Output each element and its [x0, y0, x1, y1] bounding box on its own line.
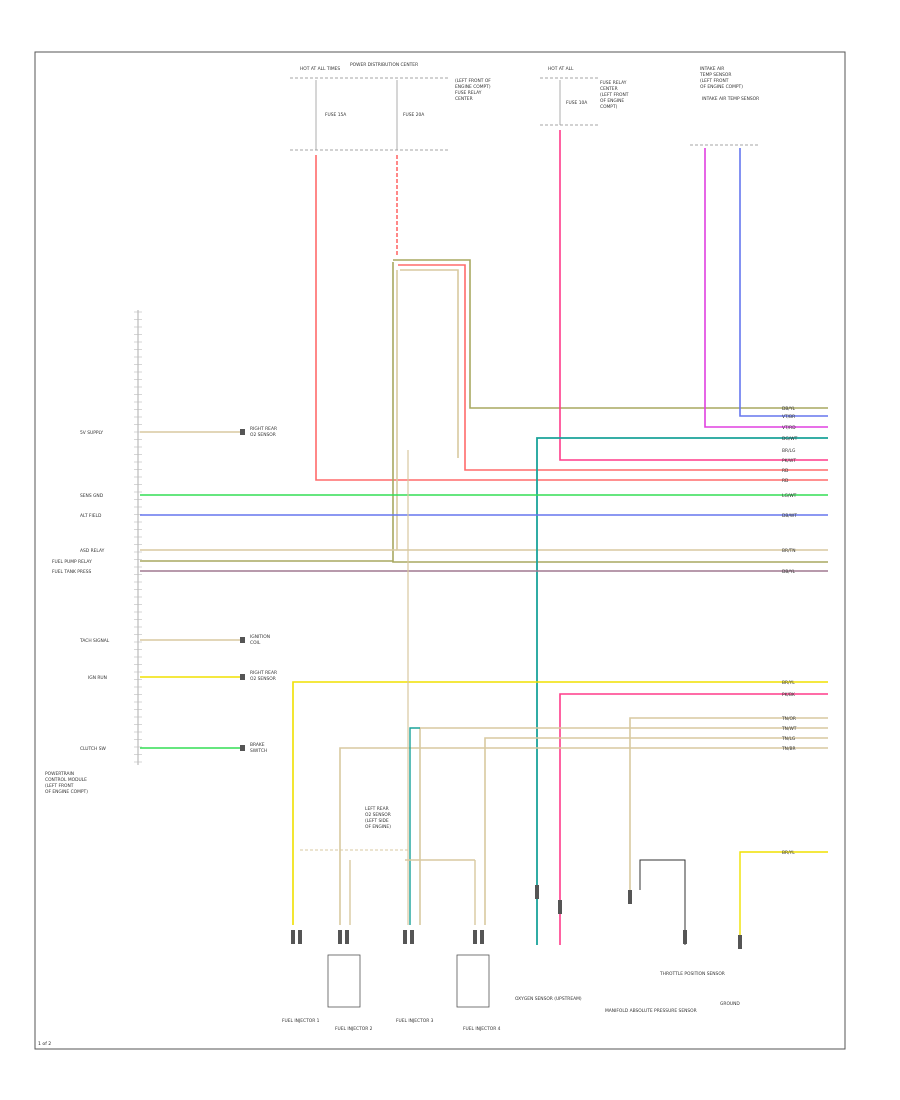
- pcm-signal: IGN RUN: [88, 675, 107, 681]
- sensor-top-label: INTAKE AIR TEMP SENSOR: [702, 96, 759, 102]
- svg-text:TN/BR: TN/BR: [781, 746, 796, 752]
- connector-mark: [535, 885, 539, 899]
- top-fuse-block: HOT AT ALL TIMES POWER DISTRIBUTION CENT…: [290, 62, 491, 151]
- svg-text:HOT AT ALL TIMES: HOT AT ALL TIMES: [300, 66, 340, 72]
- svg-text:POWER DISTRIBUTION CENTER: POWER DISTRIBUTION CENTER: [350, 62, 418, 68]
- svg-text:O2 SENSOR: O2 SENSOR: [250, 432, 276, 438]
- svg-text:INTAKE AIR: INTAKE AIR: [700, 66, 724, 72]
- svg-text:LG/WT: LG/WT: [782, 493, 797, 499]
- right-wire-labels: DB/YL VT/BR VT/RD DG/WT BR/LG PK/WT RD R…: [781, 406, 798, 856]
- svg-text:HOT AT ALL: HOT AT ALL: [548, 66, 574, 72]
- pcm-signal: CLUTCH SW: [80, 746, 106, 752]
- svg-text:OF ENGINE COMPT): OF ENGINE COMPT): [700, 84, 743, 90]
- svg-text:CONTROL MODULE: CONTROL MODULE: [45, 777, 87, 783]
- svg-text:SWITCH: SWITCH: [250, 748, 267, 754]
- svg-text:RD: RD: [782, 478, 789, 484]
- pcm-signal: TACH SIGNAL: [79, 638, 110, 644]
- connector-mark: [738, 935, 742, 949]
- top-sensor-block: INTAKE AIR TEMP SENSOR (LEFT FRONT OF EN…: [690, 66, 760, 146]
- svg-text:VT/BR: VT/BR: [782, 414, 795, 420]
- svg-text:RD: RD: [782, 468, 789, 474]
- svg-text:VT/RD: VT/RD: [782, 425, 796, 431]
- connector-mark: [480, 930, 484, 944]
- svg-text:(LEFT FRONT: (LEFT FRONT: [45, 783, 74, 789]
- svg-text:BRAKE: BRAKE: [250, 742, 265, 748]
- svg-text:TN/WT: TN/WT: [781, 726, 797, 732]
- pcm-signal-labels: 5V SUPPLY SENS GND ALT FIELD ASD RELAY F…: [52, 430, 110, 752]
- connector-mark: [683, 930, 687, 944]
- inj-4-label: FUEL INJECTOR 4: [463, 1026, 501, 1032]
- svg-text:RIGHT REAR: RIGHT REAR: [250, 426, 277, 432]
- svg-text:(LEFT FRONT: (LEFT FRONT: [700, 78, 729, 84]
- connector-mark: [473, 930, 477, 944]
- pcm-signal: ALT FIELD: [80, 513, 102, 519]
- connector-mark: [558, 900, 562, 914]
- svg-text:BR/YL: BR/YL: [782, 680, 795, 686]
- svg-text:OF ENGINE): OF ENGINE): [365, 824, 391, 830]
- footer-code: 1 of 2: [38, 1041, 51, 1047]
- svg-text:ENGINE COMPT): ENGINE COMPT): [455, 84, 491, 90]
- svg-text:TN/LG: TN/LG: [781, 736, 796, 742]
- svg-text:TEMP SENSOR: TEMP SENSOR: [699, 72, 731, 78]
- svg-text:DG/WT: DG/WT: [782, 436, 798, 442]
- pcm-signal: ASD RELAY: [80, 548, 105, 554]
- svg-text:COMPT): COMPT): [600, 104, 618, 110]
- inj-2-label: FUEL INJECTOR 2: [335, 1026, 373, 1032]
- tps-sensor-label: THROTTLE POSITION SENSOR: [659, 971, 725, 977]
- wires: [140, 130, 828, 945]
- svg-text:LEFT REAR: LEFT REAR: [365, 806, 389, 812]
- svg-text:BR/YL: BR/YL: [782, 850, 795, 856]
- svg-text:BR/LG: BR/LG: [782, 448, 796, 454]
- pcm-signal: FUEL PUMP RELAY: [52, 559, 92, 565]
- svg-text:(LEFT SIDE: (LEFT SIDE: [365, 818, 389, 824]
- connector-marks: [291, 885, 742, 949]
- fuse-left-label: FUSE 15A: [325, 112, 346, 118]
- left-stubs: RIGHT REAR O2 SENSOR IGNITION COIL RIGHT…: [140, 426, 277, 754]
- connector-mark: [298, 930, 302, 944]
- connector-mark: [403, 930, 407, 944]
- svg-text:OF ENGINE: OF ENGINE: [600, 98, 624, 104]
- connector-mark: [345, 930, 349, 944]
- bottom-components: FUEL INJECTOR 1 FUEL INJECTOR 2 FUEL INJ…: [282, 806, 740, 1032]
- o2-sensor-label: OXYGEN SENSOR (UPSTREAM): [515, 996, 582, 1002]
- svg-text:CENTER: CENTER: [600, 86, 618, 92]
- connector-mark: [291, 930, 295, 944]
- svg-text:DB/WT: DB/WT: [782, 513, 797, 519]
- svg-text:OF ENGINE COMPT): OF ENGINE COMPT): [45, 789, 88, 795]
- inj-1-label: FUEL INJECTOR 1: [282, 1018, 320, 1024]
- svg-text:DB/YL: DB/YL: [782, 406, 796, 412]
- connector-mark: [410, 930, 414, 944]
- pcm-signal: SENS GND: [80, 493, 104, 499]
- top-right-fuse-block: HOT AT ALL FUSE RELAY CENTER (LEFT FRONT…: [540, 66, 629, 126]
- map-sensor-label: MANIFOLD ABSOLUTE PRESSURE SENSOR: [605, 1008, 697, 1014]
- svg-text:(LEFT FRONT OF: (LEFT FRONT OF: [455, 78, 491, 84]
- svg-text:O2 SENSOR: O2 SENSOR: [250, 676, 276, 682]
- svg-text:IGNITION: IGNITION: [250, 634, 270, 640]
- pcm-signal: FUEL TANK PRESS: [52, 569, 92, 575]
- svg-text:PK/BK: PK/BK: [782, 692, 795, 698]
- svg-text:BR/TN: BR/TN: [782, 548, 796, 554]
- svg-text:FUSE RELAY: FUSE RELAY: [455, 90, 482, 96]
- diagram-frame: [34, 51, 846, 1050]
- inj-3-label: FUEL INJECTOR 3: [396, 1018, 434, 1024]
- svg-text:PK/WT: PK/WT: [782, 458, 796, 464]
- svg-text:FUSE RELAY: FUSE RELAY: [600, 80, 627, 86]
- svg-text:RIGHT REAR: RIGHT REAR: [250, 670, 277, 676]
- gnd-sensor-label: GROUND: [720, 1001, 740, 1007]
- connector-mark: [338, 930, 342, 944]
- svg-text:(LEFT FRONT: (LEFT FRONT: [600, 92, 629, 98]
- svg-text:CENTER: CENTER: [455, 96, 473, 102]
- svg-text:TN/OR: TN/OR: [781, 716, 796, 722]
- svg-text:O2 SENSOR: O2 SENSOR: [365, 812, 391, 818]
- pcm-block: POWERTRAIN CONTROL MODULE (LEFT FRONT OF…: [45, 310, 142, 795]
- fuse-right-label: FUSE 10A: [566, 100, 587, 106]
- connector-mark: [628, 890, 632, 904]
- fuse-mid-label: FUSE 20A: [403, 112, 424, 118]
- svg-text:POWERTRAIN: POWERTRAIN: [45, 771, 74, 777]
- svg-text:COIL: COIL: [250, 640, 261, 646]
- svg-text:DB/YL: DB/YL: [782, 569, 796, 575]
- pcm-signal: 5V SUPPLY: [80, 430, 103, 436]
